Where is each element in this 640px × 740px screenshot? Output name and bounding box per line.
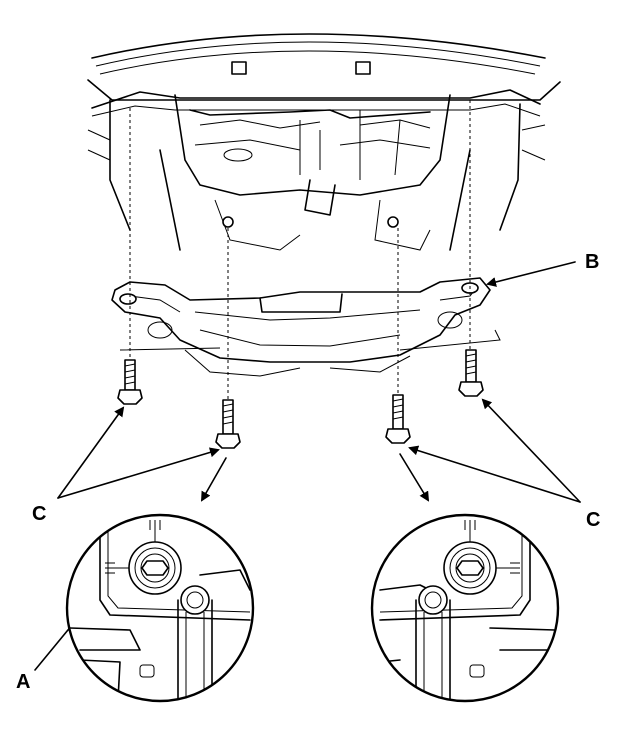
- callout-a: A: [16, 671, 30, 693]
- vehicle-body: [87, 33, 561, 231]
- detail-view-left: [65, 513, 255, 703]
- detail-view-right: [370, 513, 560, 703]
- callout-c-left: C: [32, 503, 46, 525]
- callout-b: B: [585, 251, 599, 273]
- callout-c-right: C: [586, 509, 600, 531]
- bolt-rear-left: [215, 399, 241, 449]
- bolt-front-left: [117, 359, 143, 405]
- bolt-front-right: [458, 349, 484, 397]
- engine-assembly: [159, 94, 471, 251]
- leader-arrows: [34, 261, 581, 671]
- mounting-bolts: [117, 349, 484, 449]
- front-subframe: [111, 277, 501, 377]
- alignment-lines: [129, 100, 471, 400]
- bolt-rear-right: [385, 394, 411, 444]
